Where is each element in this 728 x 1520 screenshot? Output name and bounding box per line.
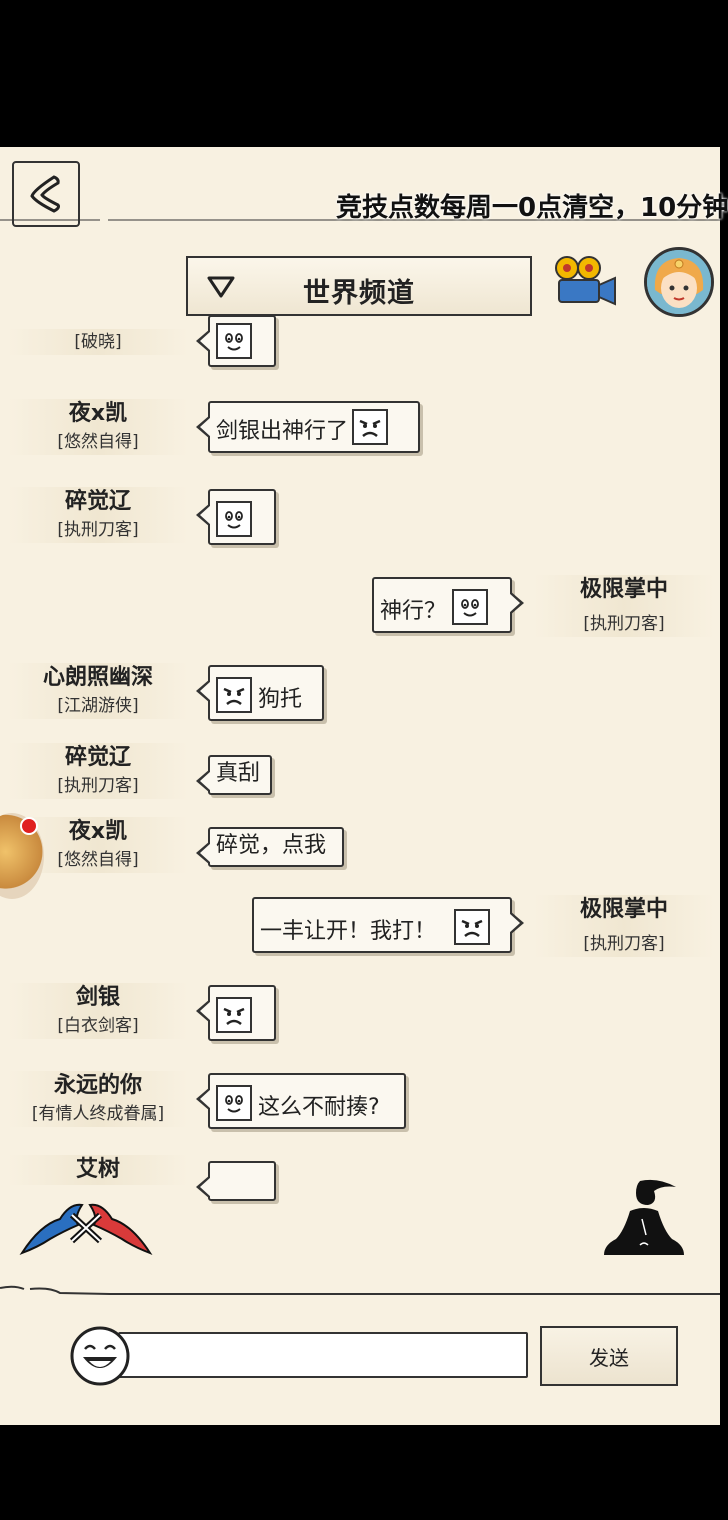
sender-title: [悠然自得] <box>57 432 139 452</box>
sender-nick: 心朗照幽深 <box>42 665 153 690</box>
message-text: 碎觉，点我 <box>216 833 327 858</box>
angry-face-icon <box>352 409 389 445</box>
notification-badge <box>20 817 38 835</box>
angry-face-icon <box>216 677 252 713</box>
sender-nick: 极限掌中 <box>579 577 668 602</box>
smile-face-icon <box>216 323 252 359</box>
message-text: 一丰让开！我打！ <box>260 919 437 944</box>
sender-nick: 艾树 <box>75 1157 120 1182</box>
message-sender[interactable]: 剑银 [白衣剑客] <box>8 983 188 1039</box>
sender-nick: 碎觉辽 <box>64 745 131 770</box>
message-bubble[interactable]: 这么不耐揍? <box>196 1073 406 1129</box>
message-bubble[interactable]: 真刮 <box>196 755 272 795</box>
movie-camera-icon[interactable] <box>553 254 619 310</box>
back-arrow-icon <box>30 175 60 213</box>
message-text: 狗托 <box>258 687 303 712</box>
sender-title: [执刑刀客] <box>57 776 139 796</box>
back-button[interactable] <box>12 161 80 227</box>
message-text: 神行？ <box>380 599 447 624</box>
channel-name: 世界频道 <box>303 278 415 309</box>
message-sender[interactable]: 心朗照幽深 [江湖游侠] <box>8 663 188 719</box>
message-bubble[interactable]: 神行？ <box>372 577 524 633</box>
send-button[interactable]: 发送 <box>540 1326 678 1386</box>
sender-title: [执刑刀客] <box>583 614 665 634</box>
message-bubble[interactable] <box>196 315 276 367</box>
sender-nick: 夜x凯 <box>68 401 128 426</box>
message-sender[interactable]: 碎觉辽 [执刑刀客] <box>8 487 188 543</box>
message-sender[interactable]: 碎觉辽 [执刑刀客] <box>8 743 188 799</box>
sender-nick: 碎觉辽 <box>64 489 131 514</box>
smile-face-icon <box>216 501 252 537</box>
sender-nick: 剑银 <box>75 985 120 1010</box>
message-sender[interactable]: [破晓] <box>8 329 188 355</box>
sender-nick: 夜x凯 <box>68 819 128 844</box>
announcement-ticker: 竞技点数每周一0点清空，10分钟 <box>336 193 728 223</box>
sender-title: [江湖游侠] <box>57 696 139 716</box>
footer-divider <box>0 1285 720 1295</box>
versus-fighters-icon[interactable] <box>19 1195 153 1259</box>
angry-face-icon <box>454 909 491 945</box>
smile-face-icon <box>216 1085 252 1121</box>
message-bubble[interactable]: 一丰让开！我打！ <box>252 897 524 953</box>
sender-title: [执刑刀客] <box>57 520 139 540</box>
chat-list[interactable]: [破晓] 夜x凯 [悠然自得] 剑银出神行了 碎觉辽 [执刑刀客] 极限掌中 [… <box>0 315 720 1201</box>
laughing-face-icon[interactable] <box>69 1325 131 1387</box>
message-bubble[interactable]: 狗托 <box>196 665 324 721</box>
chat-screen: 竞技点数每周一0点清空，10分钟 世界频道 [破晓] <box>0 147 728 1425</box>
message-bubble[interactable] <box>196 489 276 545</box>
message-bubble[interactable] <box>196 985 276 1041</box>
triangle-down-icon <box>207 276 235 298</box>
message-bubble[interactable]: 碎觉，点我 <box>196 827 344 867</box>
sender-title: [执刑刀客] <box>583 934 665 954</box>
smile-face-icon <box>452 589 489 625</box>
meditating-figure-icon[interactable] <box>600 1175 688 1261</box>
message-text: 真刮 <box>216 761 261 786</box>
message-sender[interactable]: 永远的你 [有情人终成眷属] <box>8 1071 188 1127</box>
sender-title: [有情人终成眷属] <box>31 1104 165 1124</box>
message-sender[interactable]: 极限掌中 [执刑刀客] <box>534 895 714 957</box>
message-bubble[interactable]: 剑银出神行了 <box>196 401 420 453</box>
sender-title: [白衣剑客] <box>57 1016 139 1036</box>
header-divider <box>0 219 720 221</box>
sender-title: [破晓] <box>74 332 122 352</box>
sender-nick: 极限掌中 <box>579 897 668 922</box>
girl-avatar-icon <box>647 250 711 314</box>
angry-face-icon <box>216 997 252 1033</box>
sender-title: [悠然自得] <box>57 850 139 870</box>
message-input[interactable] <box>118 1332 528 1378</box>
message-text: 这么不耐揍? <box>258 1095 380 1120</box>
message-sender[interactable]: 极限掌中 [执刑刀客] <box>534 575 714 637</box>
message-sender[interactable]: 艾树 <box>8 1155 188 1185</box>
channel-selector[interactable]: 世界频道 <box>186 256 532 316</box>
user-avatar[interactable] <box>644 247 714 317</box>
message-text: 剑银出神行了 <box>216 419 349 444</box>
sender-nick: 永远的你 <box>53 1073 142 1098</box>
message-bubble[interactable] <box>196 1161 276 1201</box>
message-sender[interactable]: 夜x凯 [悠然自得] <box>8 399 188 455</box>
